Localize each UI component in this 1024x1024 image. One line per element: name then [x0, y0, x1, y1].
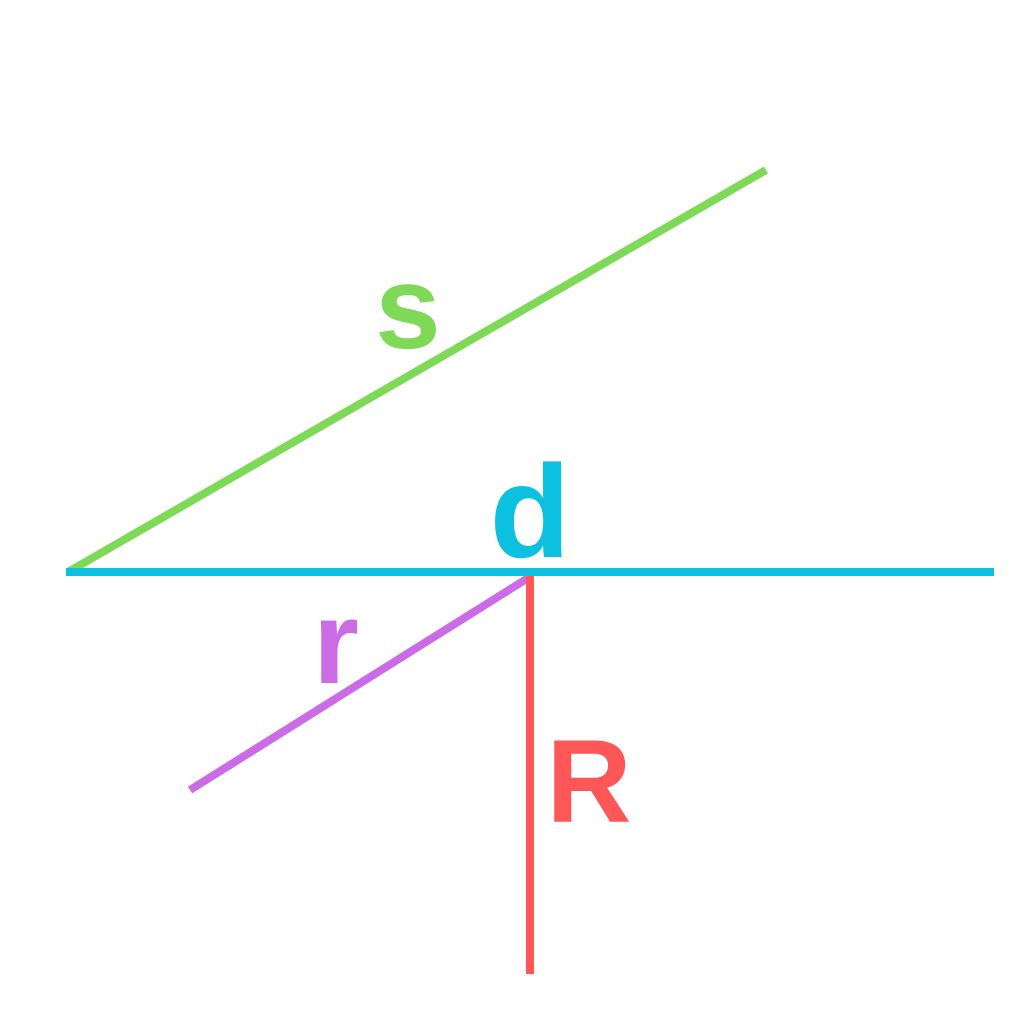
segment-s — [66, 166, 768, 576]
label-R: R — [546, 716, 631, 848]
label-s: s — [375, 242, 441, 374]
label-d: d — [490, 438, 571, 585]
label-r: r — [313, 577, 359, 709]
segment-r — [187, 574, 531, 794]
